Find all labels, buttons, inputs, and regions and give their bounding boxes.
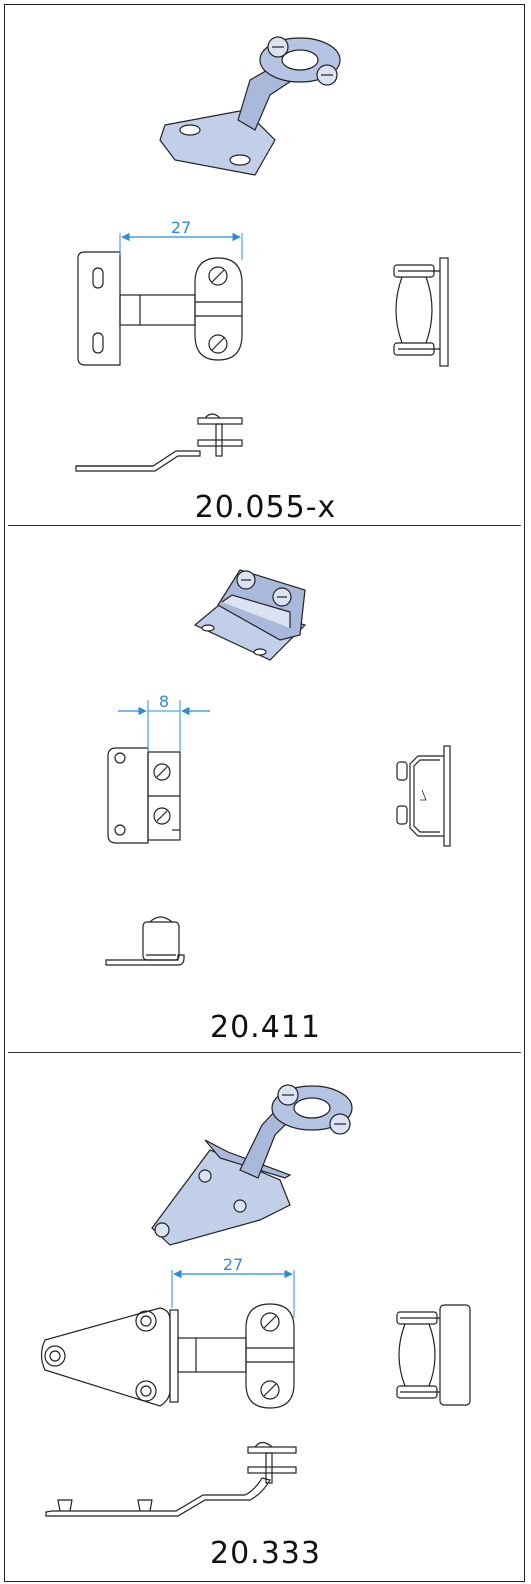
drawing-frame — [4, 4, 525, 1582]
side-view-20333 — [396, 1304, 471, 1406]
side-view-20055 — [393, 257, 449, 367]
front-view-20333 — [40, 1303, 295, 1409]
top-view-20411 — [105, 916, 185, 966]
section-divider — [8, 525, 521, 526]
iso-view-20333 — [151, 1084, 353, 1246]
top-view-20055 — [75, 413, 243, 472]
iso-view-20411 — [193, 569, 307, 661]
dimension-line-20055 — [119, 232, 243, 260]
product-code-label: 20.055-x — [194, 490, 337, 525]
product-code-label: 20.411 — [210, 1010, 321, 1045]
side-view-20411 — [396, 745, 451, 847]
section-divider — [8, 1052, 521, 1053]
product-code-label: 20.333 — [210, 1536, 321, 1571]
dimension-label: 8 — [159, 692, 169, 711]
dimension-label: 27 — [171, 218, 191, 237]
iso-view-20055 — [159, 36, 341, 176]
top-view-20333 — [45, 1441, 297, 1517]
front-view-20055 — [77, 251, 243, 366]
dimension-line-20411 — [118, 700, 210, 752]
dimension-line-20333 — [171, 1269, 295, 1318]
dimension-label: 27 — [223, 1255, 243, 1274]
front-view-20411 — [107, 747, 181, 844]
